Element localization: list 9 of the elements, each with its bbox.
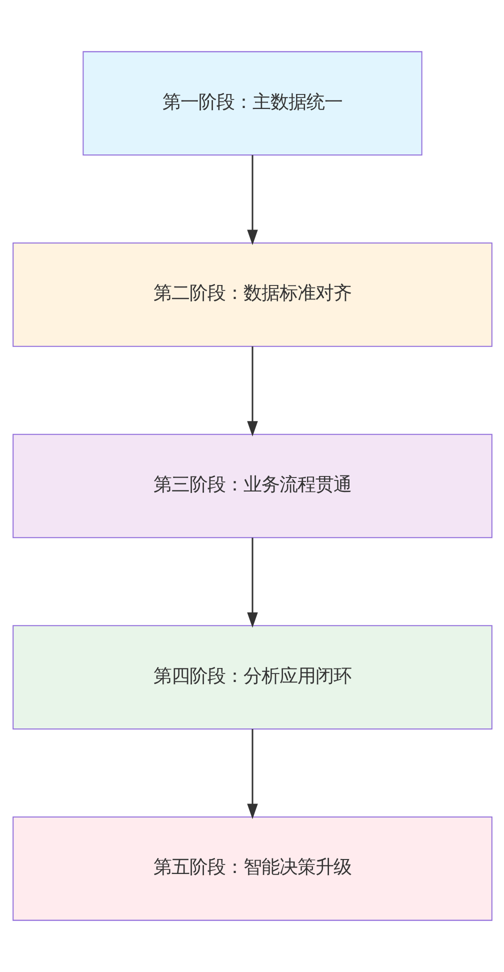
node-box: 第三阶段：业务流程贯通 [12,434,492,538]
node-box: 第四阶段：分析应用闭环 [12,625,492,730]
arrow [246,538,258,628]
arrow [246,155,258,246]
arrow [246,729,258,820]
node-box: 第五阶段：智能决策升级 [12,816,492,921]
node-box: 第一阶段：主数据统一 [82,51,422,156]
arrow [246,346,258,436]
node-box: 第二阶段：数据标准对齐 [12,242,492,347]
